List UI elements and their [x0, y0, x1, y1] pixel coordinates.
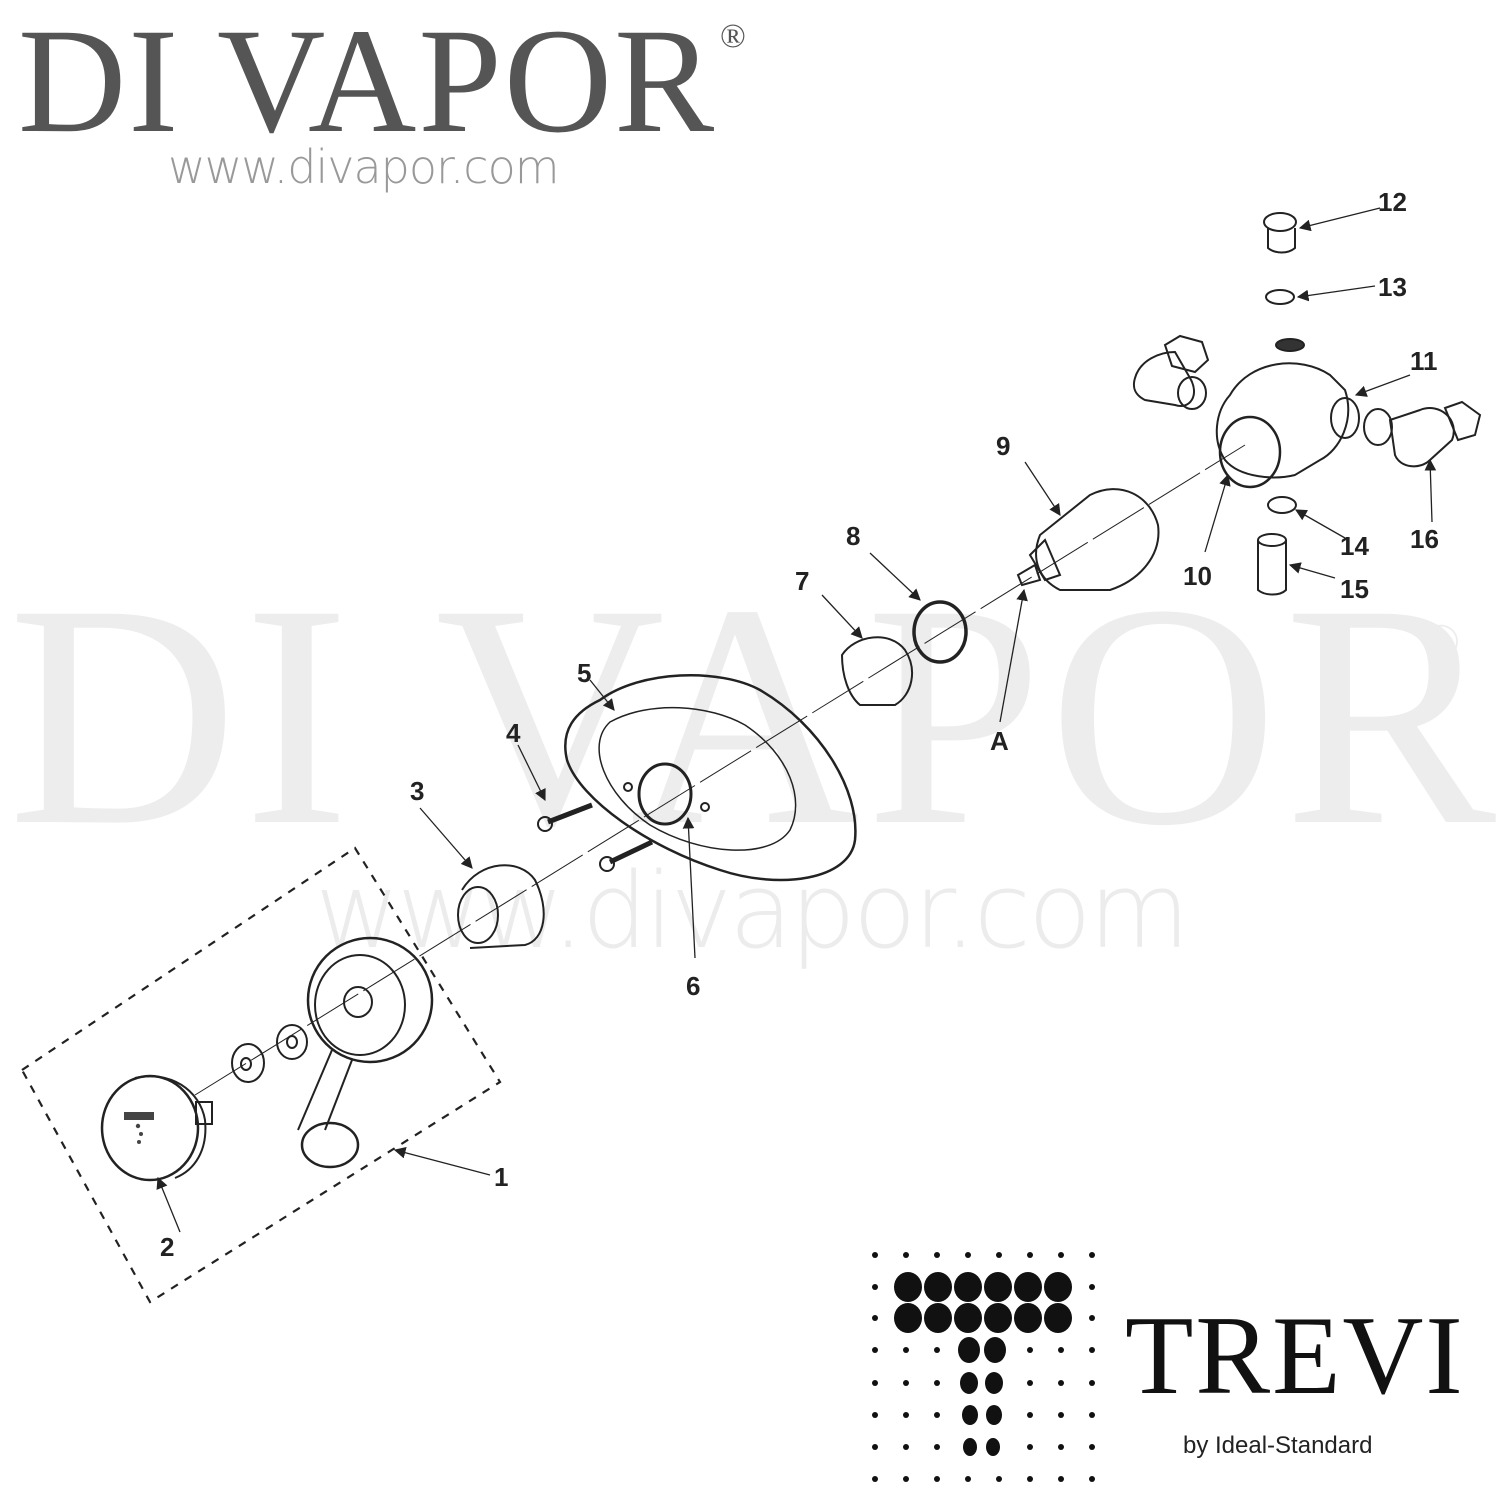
callout-12: 12 [1378, 187, 1407, 217]
trevi-brand-name: TREVI [1125, 1294, 1465, 1418]
brand-logo-title: DI VAPOR [18, 0, 717, 164]
callout-8: 8 [846, 521, 860, 551]
o-ring-part-8 [912, 600, 968, 664]
callout-A: A [990, 726, 1009, 756]
blanking-plug-part [1263, 212, 1297, 254]
callout-9: 9 [996, 431, 1010, 461]
elbow-connector-left [1132, 334, 1210, 410]
watermark-registered-mark: ® [1422, 613, 1460, 669]
o-ring-part-13 [1265, 289, 1295, 305]
screw-part-upper [537, 802, 593, 832]
retaining-nut-part [840, 636, 913, 706]
handle-cap-part [100, 1074, 213, 1182]
nut-part [231, 1043, 265, 1083]
callout-7: 7 [795, 566, 809, 596]
washer-part [276, 1024, 308, 1060]
screw-part-lower [599, 839, 654, 872]
trevi-dot-logo-icon [872, 1252, 1095, 1482]
brand-website: www.divapor.com [168, 140, 560, 194]
outlet-nipple-part [1257, 533, 1287, 596]
callout-10: 10 [1183, 561, 1212, 591]
callout-11: 11 [1410, 346, 1438, 376]
elbow-connector-part-16 [1363, 400, 1482, 468]
handle-assembly-group [20, 846, 502, 1304]
callout-5: 5 [577, 658, 591, 688]
trevi-tagline: by Ideal-Standard [1183, 1432, 1373, 1459]
valve-body-part [1215, 338, 1360, 489]
callout-14: 14 [1340, 531, 1369, 561]
callout-13: 13 [1378, 272, 1407, 302]
callout-4: 4 [506, 718, 521, 748]
faceplate-part [564, 674, 857, 882]
watermark-brand: DI VAPOR [8, 539, 1500, 891]
cartridge-part [1016, 488, 1160, 591]
registered-mark: ® [720, 18, 746, 55]
o-ring-part-14 [1267, 496, 1297, 514]
shroud-part [457, 864, 545, 949]
watermark-website: www.divapor.com [315, 850, 1190, 972]
callout-1: 1 [494, 1162, 508, 1192]
callout-6: 6 [686, 971, 700, 1001]
callout-15: 15 [1340, 574, 1369, 604]
callout-2: 2 [160, 1232, 174, 1262]
callout-3: 3 [410, 776, 424, 806]
lever-handle-part [297, 936, 434, 1169]
callout-16: 16 [1410, 524, 1439, 554]
